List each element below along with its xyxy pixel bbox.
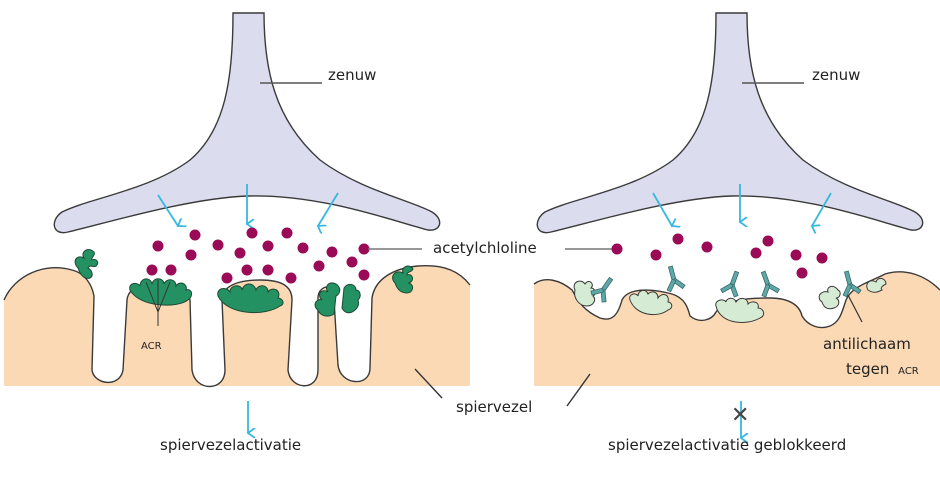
antibody-icon [842,270,862,298]
blocked-receptor [866,277,887,293]
antibody-label-line1: antilichaam [823,335,911,353]
spiervezel-label: spiervezel [456,398,532,416]
spiervezel-leader-left [414,368,443,399]
acetylcholine-dot [326,246,338,258]
acr-leader-lines [145,280,171,326]
receptor-right-b [341,283,361,314]
outcome-label-left: spiervezelactivatie [160,436,301,454]
acetylcholine-dot [234,247,246,259]
zenuw-label-left: zenuw [328,66,376,84]
acetylcholine-dot [611,243,623,255]
acetylcholine-label: acetylchloline [433,239,537,257]
acetylcholine-dot [358,269,370,281]
acetylcholine-dot [221,272,233,284]
antibody-label-line2: tegen ACR [846,360,919,378]
left-panel: zenuw ACR spiervezelactivatie [3,12,471,454]
antibody-icon [590,276,614,303]
acetylcholine-dot [185,249,197,261]
acetylcholine-dot [358,243,370,255]
acetylcholine-dot [146,264,158,276]
acetylcholine-dot [750,247,762,259]
outcome-label-right: spiervezelactivatie geblokkeerd [608,436,846,454]
receptor-cluster-center [217,283,284,314]
acetylcholine-dot [650,249,662,261]
acetylcholine-dot [189,229,201,241]
antibody-icon [720,270,740,298]
acetylcholine-dot [281,227,293,239]
acetylcholine-dot [152,240,164,252]
nerve-terminal-left [53,12,441,234]
nerve-terminal-right [536,12,924,234]
antibody-icon [760,270,780,298]
acr-label: ACR [141,341,162,352]
muscle-outline-right [533,271,940,329]
zenuw-label-right: zenuw [812,66,860,84]
right-panel: zenuw antilichaam tegen ACR ✕ spiervezel… [533,12,940,454]
acetylcholine-dot [313,260,325,272]
acetylcholine-dot [796,267,808,279]
acetylcholine-dot [762,235,774,247]
release-arrow [318,192,339,226]
acetylcholine-dot [297,242,309,254]
blocked-receptor [715,297,765,323]
muscle-fiber-left [4,265,470,387]
acetylcholine-dot [246,227,258,239]
acetylcholine-dot [262,264,274,276]
acetylcholine-dot [701,241,713,253]
acetylcholine-dot [165,264,177,276]
spiervezel-leader-right [566,373,591,407]
blocked-receptor [629,289,673,316]
acetylcholine-dot [262,240,274,252]
acetylcholine-molecules-left [146,227,370,284]
blocked-x-icon: ✕ [731,403,749,428]
receptor-left [74,249,99,279]
release-arrow [652,192,672,226]
antibodies [590,265,862,303]
acetylcholine-dot [212,239,224,251]
acetylcholine-molecules-right [611,233,828,279]
receptor-far-right [392,265,414,294]
release-arrow [812,192,832,226]
antibody-leader [847,294,863,323]
blocked-receptor [818,285,841,310]
acetylcholine-dot [285,272,297,284]
acetylcholine-dot [790,249,802,261]
receptor-right-a [314,282,341,317]
acetylcholine-dot [346,256,358,268]
acetylcholine-dot [816,252,828,264]
antibody-label-tegen: tegen [846,360,889,378]
acetylcholine-dot [672,233,684,245]
acetylcholine-dot [241,264,253,276]
receptor-acr-group [129,278,193,306]
release-arrow [157,194,178,226]
antibody-label-acr: ACR [898,366,919,377]
muscle-outline-left [3,265,471,387]
antibody-icon [666,265,686,293]
